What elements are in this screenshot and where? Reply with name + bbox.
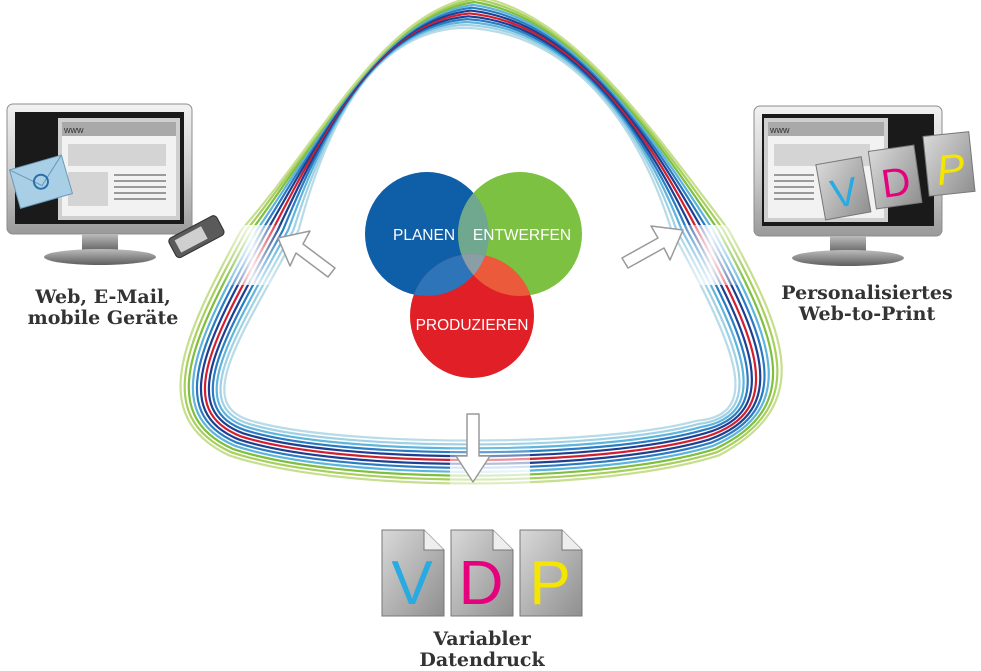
bottom-label-line1: Variabler — [433, 628, 531, 650]
bottom-node-label: Variabler Datendruck — [392, 629, 572, 671]
bottom-card-d: D — [459, 549, 504, 618]
bottom-label-line2: Datendruck — [419, 649, 545, 671]
venn-label-entwerfen: ENTWERFEN — [473, 227, 571, 244]
right-card-d: D — [879, 159, 914, 207]
right-label-line2: Web-to-Print — [798, 303, 936, 325]
arrow-to-left — [277, 230, 336, 278]
right-card-p: P — [934, 144, 967, 194]
left-label-line1: Web, E-Mail, — [35, 286, 171, 308]
ribbon-fade-left — [222, 225, 282, 285]
ribbon-fade-bottom — [450, 445, 530, 495]
venn-label-produzieren: PRODUZIEREN — [416, 317, 529, 334]
right-url-text: www — [769, 125, 790, 135]
monitor-email-icon: www — [6, 103, 225, 265]
left-node-label: Web, E-Mail, mobile Geräte — [18, 287, 188, 329]
venn-label-planen: PLANEN — [393, 227, 455, 244]
bottom-card-p: P — [529, 549, 570, 618]
ribbon-fade-right — [676, 225, 746, 285]
arrow-to-bottom — [455, 413, 491, 483]
ribbon-line — [223, 26, 737, 442]
monitor-vdp-icon: www V D P — [753, 105, 976, 266]
venn-diagram: PLANEN ENTWERFEN PRODUZIEREN — [365, 172, 582, 378]
vdp-documents-icon: V D P — [381, 529, 583, 618]
right-node-label: Personalisiertes Web-to-Print — [772, 283, 962, 325]
right-label-line1: Personalisiertes — [781, 282, 953, 304]
venn-overlap-planen-produzieren — [410, 254, 489, 296]
left-label-line2: mobile Geräte — [27, 307, 179, 329]
venn-overlap-entwerfen-produzieren — [458, 254, 534, 296]
ribbon-line — [219, 23, 741, 446]
bottom-card-v: V — [391, 549, 433, 618]
arrow-to-right — [621, 225, 684, 269]
left-url-text: www — [63, 125, 84, 135]
